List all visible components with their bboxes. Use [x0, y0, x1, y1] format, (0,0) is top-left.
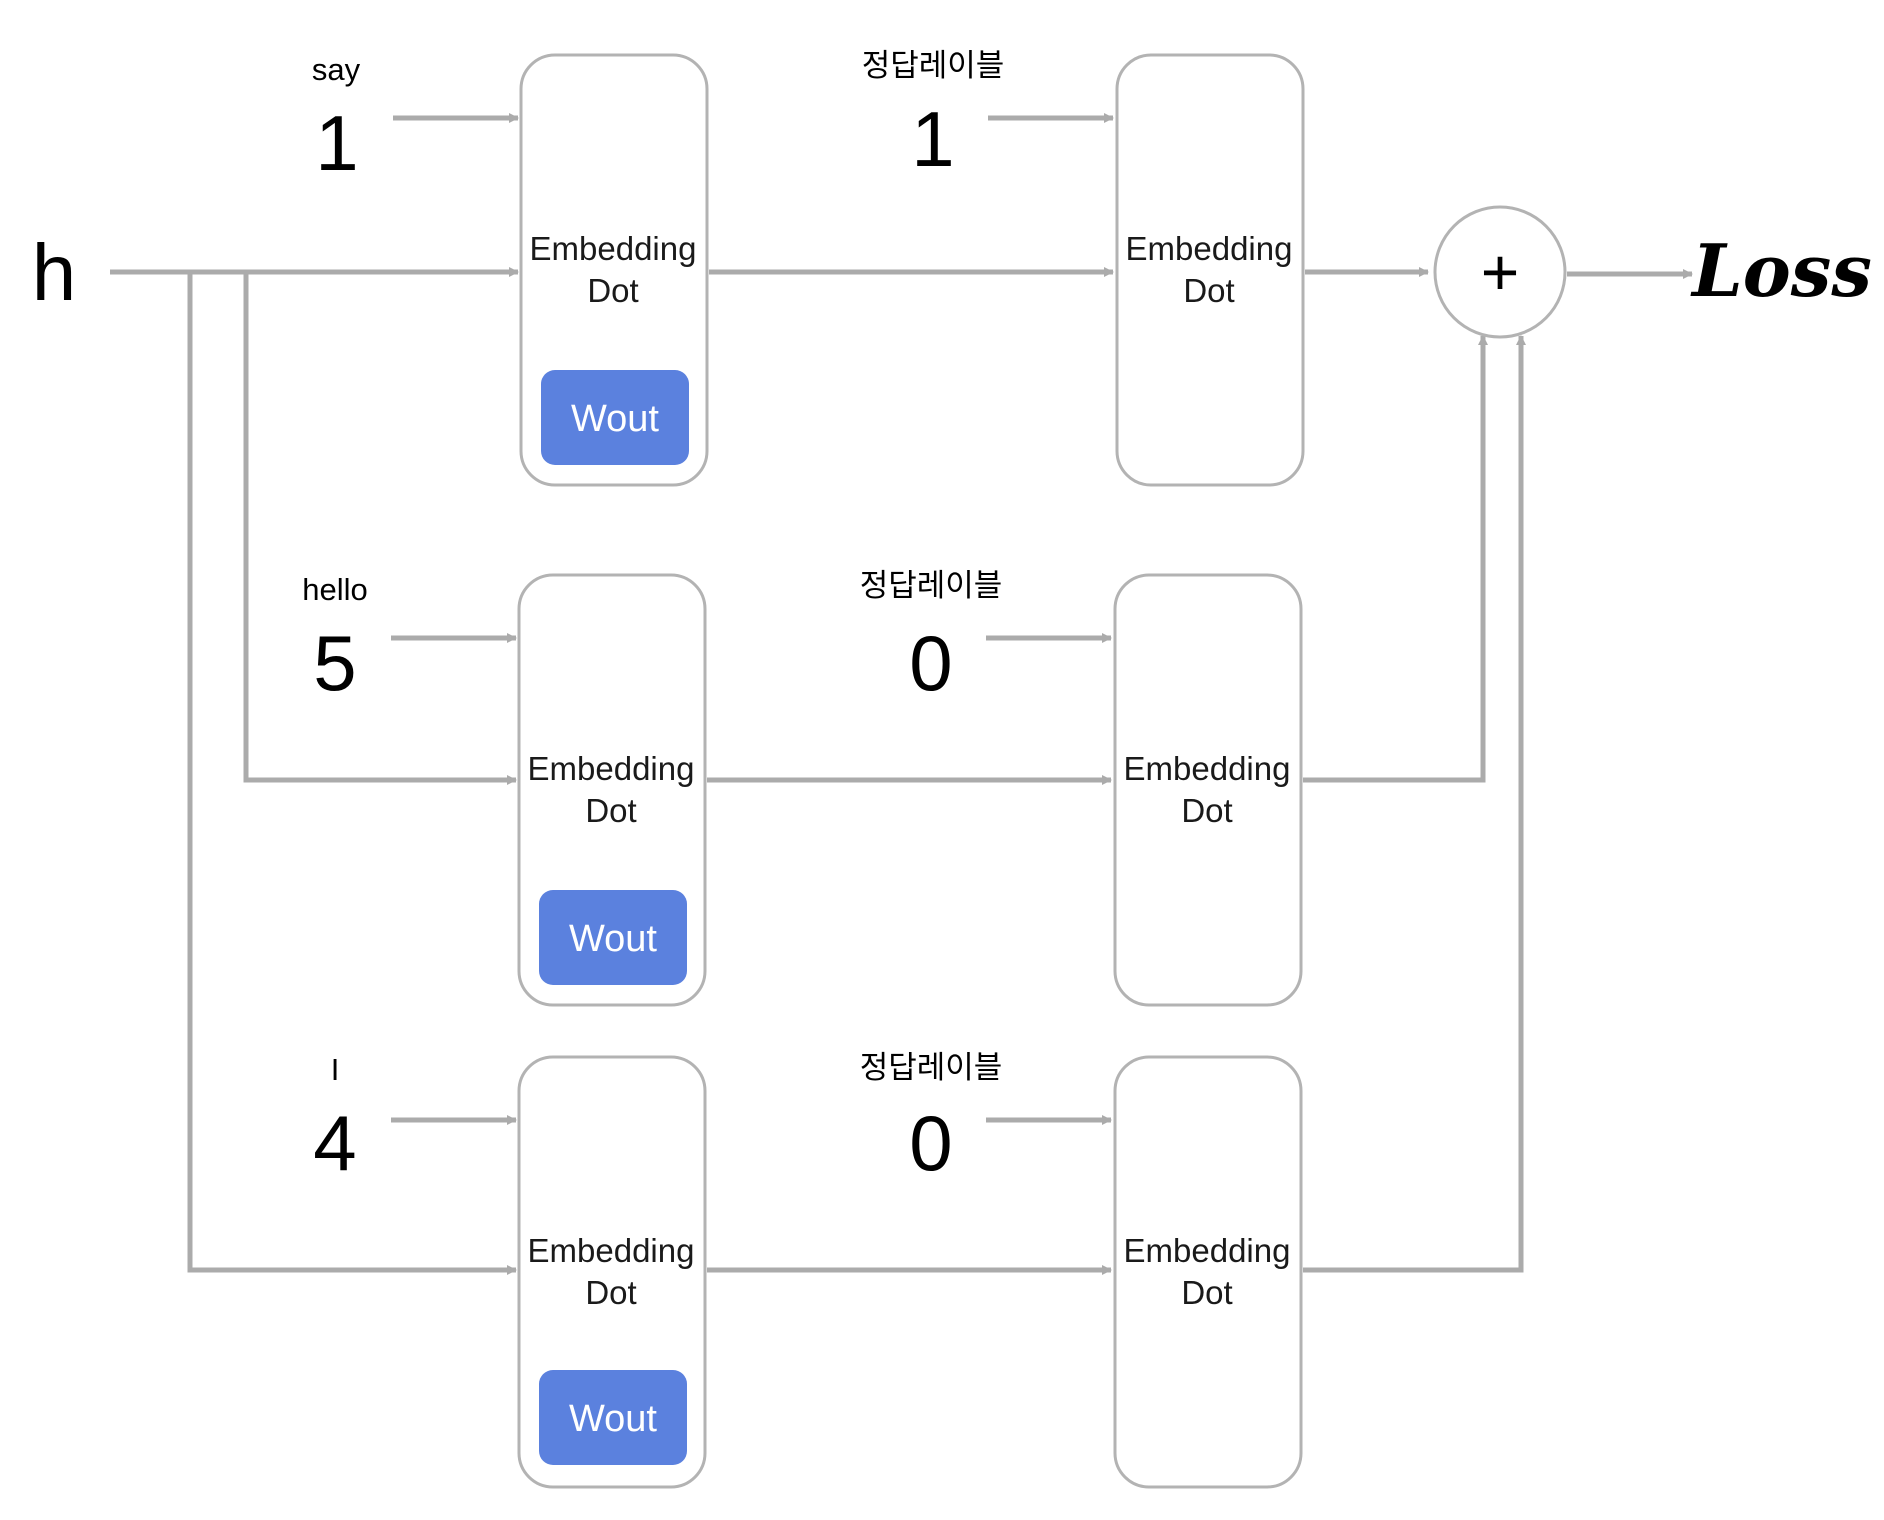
- answer-label-value: 1: [911, 95, 954, 183]
- input-wires: [110, 267, 519, 1275]
- to-sum-arrow: [1303, 335, 1488, 783]
- dot-label: Dot: [585, 1274, 636, 1311]
- embedding-dot-box: [1113, 1055, 1303, 1489]
- wout-block: [539, 1370, 687, 1465]
- sum-node: [1433, 205, 1567, 339]
- wout-block: [541, 370, 689, 465]
- word-label: say: [312, 52, 361, 87]
- wout-label: Wout: [569, 1398, 657, 1440]
- h-to-row3-arrow: [187, 272, 517, 1275]
- wout-label: Wout: [571, 398, 659, 440]
- word-label: hello: [302, 572, 368, 607]
- embedding-dot-box: [1113, 573, 1303, 1007]
- answer-label-value: 0: [909, 1099, 952, 1187]
- embedding-label: Embedding: [1124, 750, 1291, 787]
- answer-label-value: 0: [909, 619, 952, 707]
- word-index: 4: [313, 1099, 356, 1187]
- dot-label: Dot: [1181, 792, 1232, 829]
- answer-label-caption: 정답레이블: [862, 48, 1005, 83]
- embedding-label: Embedding: [528, 750, 695, 787]
- wout-block: [539, 890, 687, 985]
- embedding-dot-box: [1115, 53, 1305, 487]
- input-h-label: h: [32, 228, 77, 317]
- plus-symbol: +: [1481, 235, 1520, 309]
- dot-label: Dot: [1183, 272, 1234, 309]
- loss-label: Loss: [1690, 228, 1872, 313]
- word-label: I: [331, 1052, 340, 1087]
- answer-label-caption: 정답레이블: [860, 1050, 1003, 1085]
- row-i: I 4 Embedding Dot Wout 정답레이블 0 Embedding…: [313, 335, 1526, 1489]
- wout-label: Wout: [569, 918, 657, 960]
- embedding-label: Embedding: [528, 1232, 695, 1269]
- embedding-label: Embedding: [1126, 230, 1293, 267]
- row-say: say 1 Embedding Dot Wout 정답레이블 1 Embeddi…: [312, 48, 1429, 487]
- word-index: 1: [315, 99, 358, 187]
- dot-label: Dot: [585, 792, 636, 829]
- to-sum-arrow: [1303, 335, 1526, 1273]
- dot-label: Dot: [587, 272, 638, 309]
- h-to-row2-arrow: [243, 272, 517, 785]
- answer-label-caption: 정답레이블: [860, 568, 1003, 603]
- embedding-label: Embedding: [1124, 1232, 1291, 1269]
- dot-label: Dot: [1181, 1274, 1232, 1311]
- word-index: 5: [313, 619, 356, 707]
- embedding-label: Embedding: [530, 230, 697, 267]
- row-hello: hello 5 Embedding Dot Wout 정답레이블 0 Embed…: [302, 335, 1488, 1007]
